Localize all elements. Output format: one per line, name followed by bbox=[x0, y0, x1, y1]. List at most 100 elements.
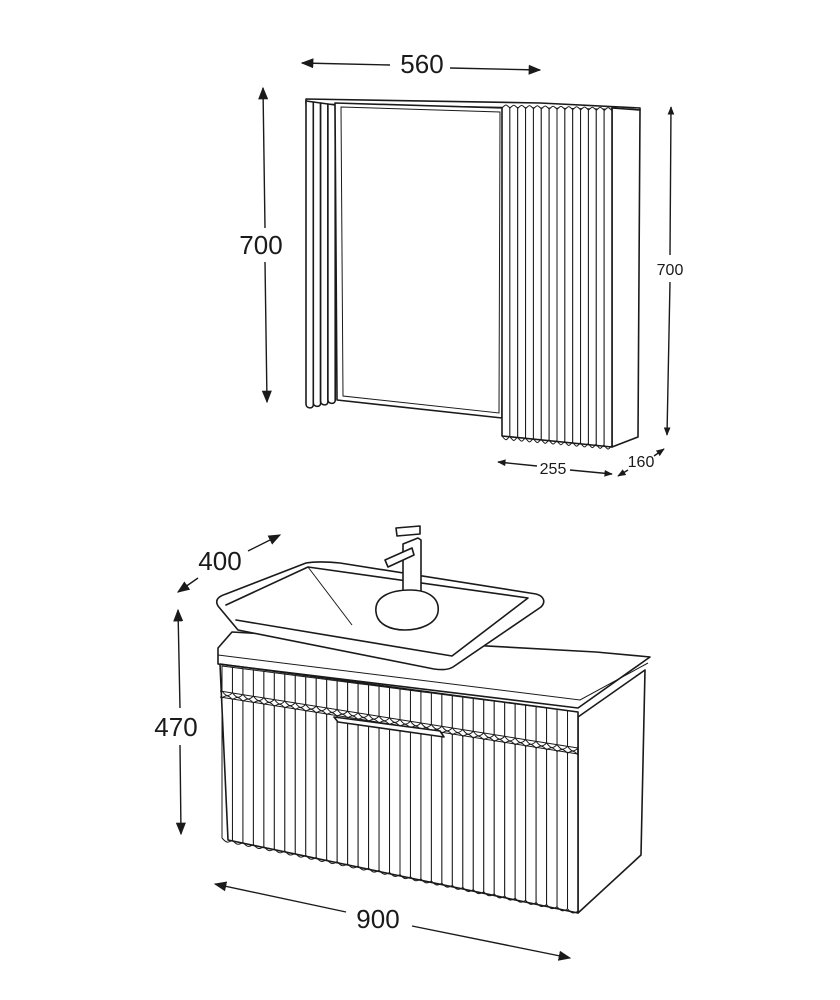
vanity-height-label: 470 bbox=[154, 712, 197, 742]
flute-rod bbox=[420, 727, 432, 884]
flute-rod bbox=[347, 715, 359, 869]
flute-rod bbox=[525, 704, 537, 745]
mirror-cabinet bbox=[305, 98, 641, 450]
flute-rod bbox=[284, 673, 296, 707]
flute-rod bbox=[430, 692, 443, 730]
flute-rod bbox=[378, 720, 391, 875]
flute-rod bbox=[252, 669, 265, 702]
flute-rod bbox=[326, 678, 338, 713]
flute-rod bbox=[567, 710, 579, 752]
flute-rod bbox=[567, 750, 579, 914]
flute-rod bbox=[462, 733, 474, 892]
flute-rod bbox=[294, 674, 307, 708]
flute-rod bbox=[312, 101, 322, 408]
flute-rod bbox=[546, 747, 558, 910]
flute-rod bbox=[294, 707, 307, 858]
flute-rod bbox=[347, 681, 359, 717]
flute-rod bbox=[462, 696, 474, 735]
flute-rod bbox=[368, 684, 380, 720]
flute-rod bbox=[451, 695, 464, 733]
vanity-fluted-front bbox=[221, 665, 579, 914]
flute-rod bbox=[514, 742, 527, 903]
flute-rod bbox=[546, 707, 558, 749]
dimension-vanity-depth: 400 bbox=[176, 534, 282, 593]
flute-rod bbox=[263, 702, 275, 852]
vanity-depth-label: 400 bbox=[198, 546, 241, 576]
flute-rod bbox=[493, 700, 506, 740]
drawer-handle bbox=[333, 716, 445, 738]
flute-rod bbox=[504, 701, 516, 742]
dimension-cabinet-depth: 160 bbox=[617, 448, 665, 477]
flute-rod bbox=[327, 103, 336, 405]
flute-rod bbox=[535, 706, 548, 747]
flute-rod bbox=[525, 105, 534, 443]
flute-rod bbox=[378, 685, 391, 722]
faucet bbox=[402, 537, 422, 599]
flute-rod bbox=[556, 105, 566, 446]
flute-rod bbox=[556, 708, 569, 750]
flute-rod bbox=[263, 670, 275, 703]
flute-rod bbox=[514, 703, 527, 744]
flute-rod bbox=[357, 683, 370, 718]
flute-rod bbox=[399, 723, 411, 880]
vanity-width-label: 900 bbox=[356, 904, 399, 934]
flute-rod bbox=[603, 107, 613, 450]
flute-rod bbox=[284, 705, 296, 856]
flute-rod bbox=[319, 102, 329, 406]
flute-rod bbox=[315, 710, 328, 862]
door-outline bbox=[501, 107, 613, 448]
vessel-basin bbox=[215, 525, 545, 671]
flute-rod bbox=[580, 106, 589, 448]
flute-rod bbox=[451, 732, 464, 890]
flute-rod bbox=[273, 672, 286, 705]
flute-rod bbox=[231, 697, 244, 845]
flute-rod bbox=[409, 725, 422, 882]
flute-rod bbox=[336, 680, 349, 715]
flute-rod bbox=[493, 738, 506, 899]
flute-rod bbox=[509, 104, 519, 441]
flute-rod bbox=[368, 718, 380, 873]
left-fluted-strip bbox=[305, 100, 336, 409]
flute-rod bbox=[315, 677, 328, 712]
flute-rod bbox=[326, 712, 338, 865]
dimension-cabinet-height-right: 700 bbox=[657, 106, 684, 436]
flute-rod bbox=[273, 703, 286, 854]
flute-rod bbox=[556, 748, 569, 912]
dimension-vanity-width: 900 bbox=[213, 881, 572, 961]
flute-rod bbox=[595, 106, 605, 449]
flute-rod bbox=[525, 743, 537, 905]
flute-rod bbox=[389, 687, 401, 723]
cabinet-height-right-label: 700 bbox=[657, 262, 684, 279]
flute-rod bbox=[472, 697, 485, 737]
flute-rod bbox=[472, 735, 485, 895]
flute-rod bbox=[441, 730, 453, 888]
cabinet-height-left-label: 700 bbox=[239, 230, 282, 260]
flute-rod bbox=[532, 105, 542, 444]
flute-rod bbox=[572, 106, 582, 447]
flute-rod bbox=[535, 745, 548, 908]
flute-rod bbox=[399, 688, 411, 725]
flute-rod bbox=[441, 693, 453, 732]
flute-rod bbox=[305, 708, 317, 860]
dimension-cabinet-width: 560 bbox=[300, 49, 542, 79]
flute-rod bbox=[305, 676, 317, 710]
flute-rod bbox=[420, 691, 432, 728]
flute-rod bbox=[564, 106, 574, 446]
flute-rod bbox=[483, 737, 495, 897]
flute-rod bbox=[252, 700, 265, 850]
door-width-label: 255 bbox=[540, 461, 567, 478]
flute-rod bbox=[357, 717, 370, 871]
flute-rod bbox=[430, 728, 443, 886]
flute-rod bbox=[504, 740, 516, 901]
flute-rod bbox=[587, 106, 597, 449]
flute-rod bbox=[501, 104, 511, 441]
dimension-door-width: 255 bbox=[497, 459, 613, 478]
flute-rod bbox=[483, 699, 495, 738]
flute-rod bbox=[242, 698, 254, 847]
dimension-vanity-height: 470 bbox=[154, 608, 198, 836]
flute-rod bbox=[389, 722, 401, 877]
dimension-cabinet-height-left: 700 bbox=[239, 86, 283, 404]
cabinet-width-label: 560 bbox=[400, 49, 443, 79]
flute-rod bbox=[336, 713, 349, 867]
